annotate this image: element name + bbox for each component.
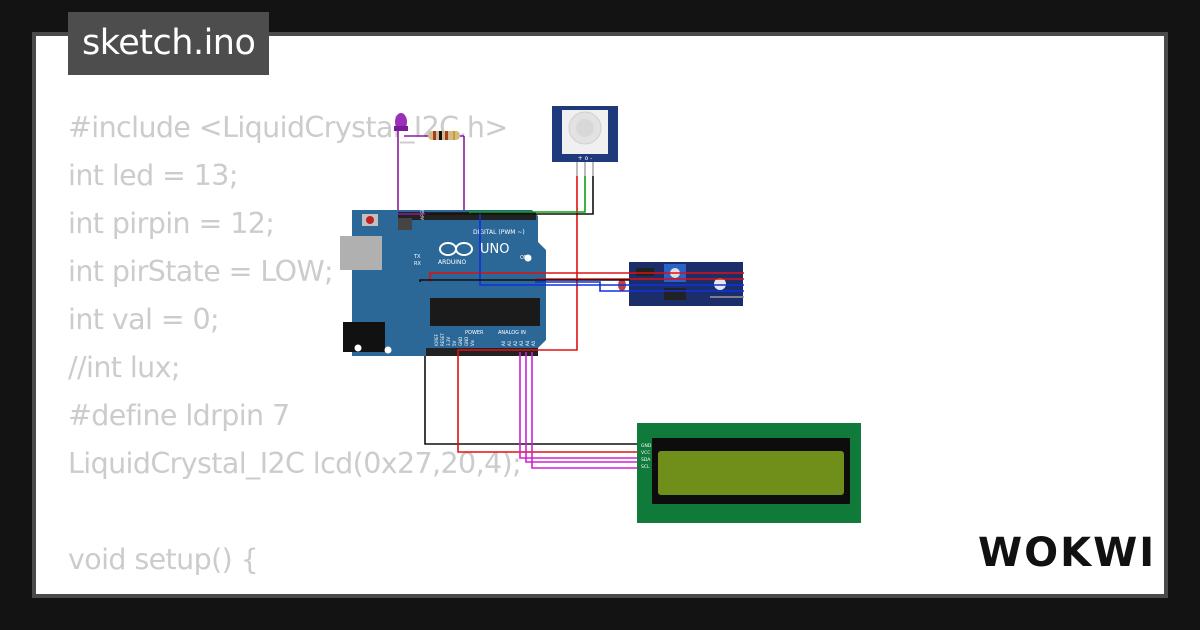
- file-tab[interactable]: sketch.ino: [68, 12, 270, 75]
- arduino-uno-board[interactable]: DIGITAL (PWM ~) AREF UNO ARDUINO TX RX O…: [340, 208, 546, 356]
- power-pin-label: GND: [464, 337, 469, 346]
- code-line: pinMode(led, OUTPUT);: [68, 584, 521, 594]
- code-line: void setup() {: [68, 543, 259, 576]
- analog-pin-label: A5: [531, 340, 536, 346]
- wires: [398, 176, 744, 469]
- power-pin-label: 5V: [452, 340, 457, 346]
- analog-pin-label: A1: [507, 340, 512, 346]
- power-pin-label: 3.3V: [446, 337, 451, 346]
- code-line: int val = 0;: [68, 303, 220, 336]
- power-pin-label: RESET: [440, 333, 445, 346]
- code-line: int pirpin = 12;: [68, 207, 275, 240]
- power-pin-label: GND: [458, 337, 463, 346]
- resistor[interactable]: [404, 131, 465, 214]
- lcd-pin-label: SCL: [641, 464, 650, 470]
- led[interactable]: [394, 113, 408, 214]
- board-brand-label: ARDUINO: [438, 259, 467, 266]
- pir-pin-label: + o -: [578, 155, 593, 162]
- on-label: ON: [520, 255, 528, 261]
- code-line: //int lux;: [68, 351, 180, 384]
- wokwi-text: WOKWI: [978, 530, 1154, 576]
- rx-label: RX: [414, 261, 421, 267]
- card-content: #include <LiquidCrystal_I2C.h>int led = …: [36, 36, 1164, 594]
- lcd-pin-label: SDA: [641, 457, 651, 463]
- power-label: POWER: [465, 330, 484, 336]
- analog-pin-label: A3: [519, 340, 524, 346]
- lcd-pin-label: GND: [641, 443, 652, 449]
- wokwi-logo: WOKWI: [974, 522, 1154, 580]
- digital-label: DIGITAL (PWM ~): [473, 229, 525, 236]
- code-line: int led = 13;: [68, 159, 238, 192]
- pir-sensor[interactable]: + o -: [552, 106, 618, 176]
- analog-label: ANALOG IN: [498, 330, 526, 336]
- code-line: int pirState = LOW;: [68, 255, 334, 288]
- code-preview: #include <LiquidCrystal_I2C.h>int led = …: [68, 104, 522, 594]
- code-line: #define ldrpin 7: [68, 399, 290, 432]
- wokwi-wordmark: WOKWI: [978, 530, 1154, 576]
- power-pin-label: IOREF: [434, 333, 439, 346]
- analog-pin-label: A2: [513, 340, 518, 346]
- power-pin-label: Vin: [470, 339, 475, 346]
- analog-pin-label: A4: [525, 340, 530, 346]
- ldr-sensor-module[interactable]: [618, 262, 743, 306]
- analog-pin-label: A0: [501, 340, 506, 346]
- lcd-pin-label: VCC: [641, 450, 650, 456]
- tx-label: TX: [413, 254, 421, 260]
- arduino-logo: [439, 242, 473, 256]
- board-model-label: UNO: [480, 242, 509, 257]
